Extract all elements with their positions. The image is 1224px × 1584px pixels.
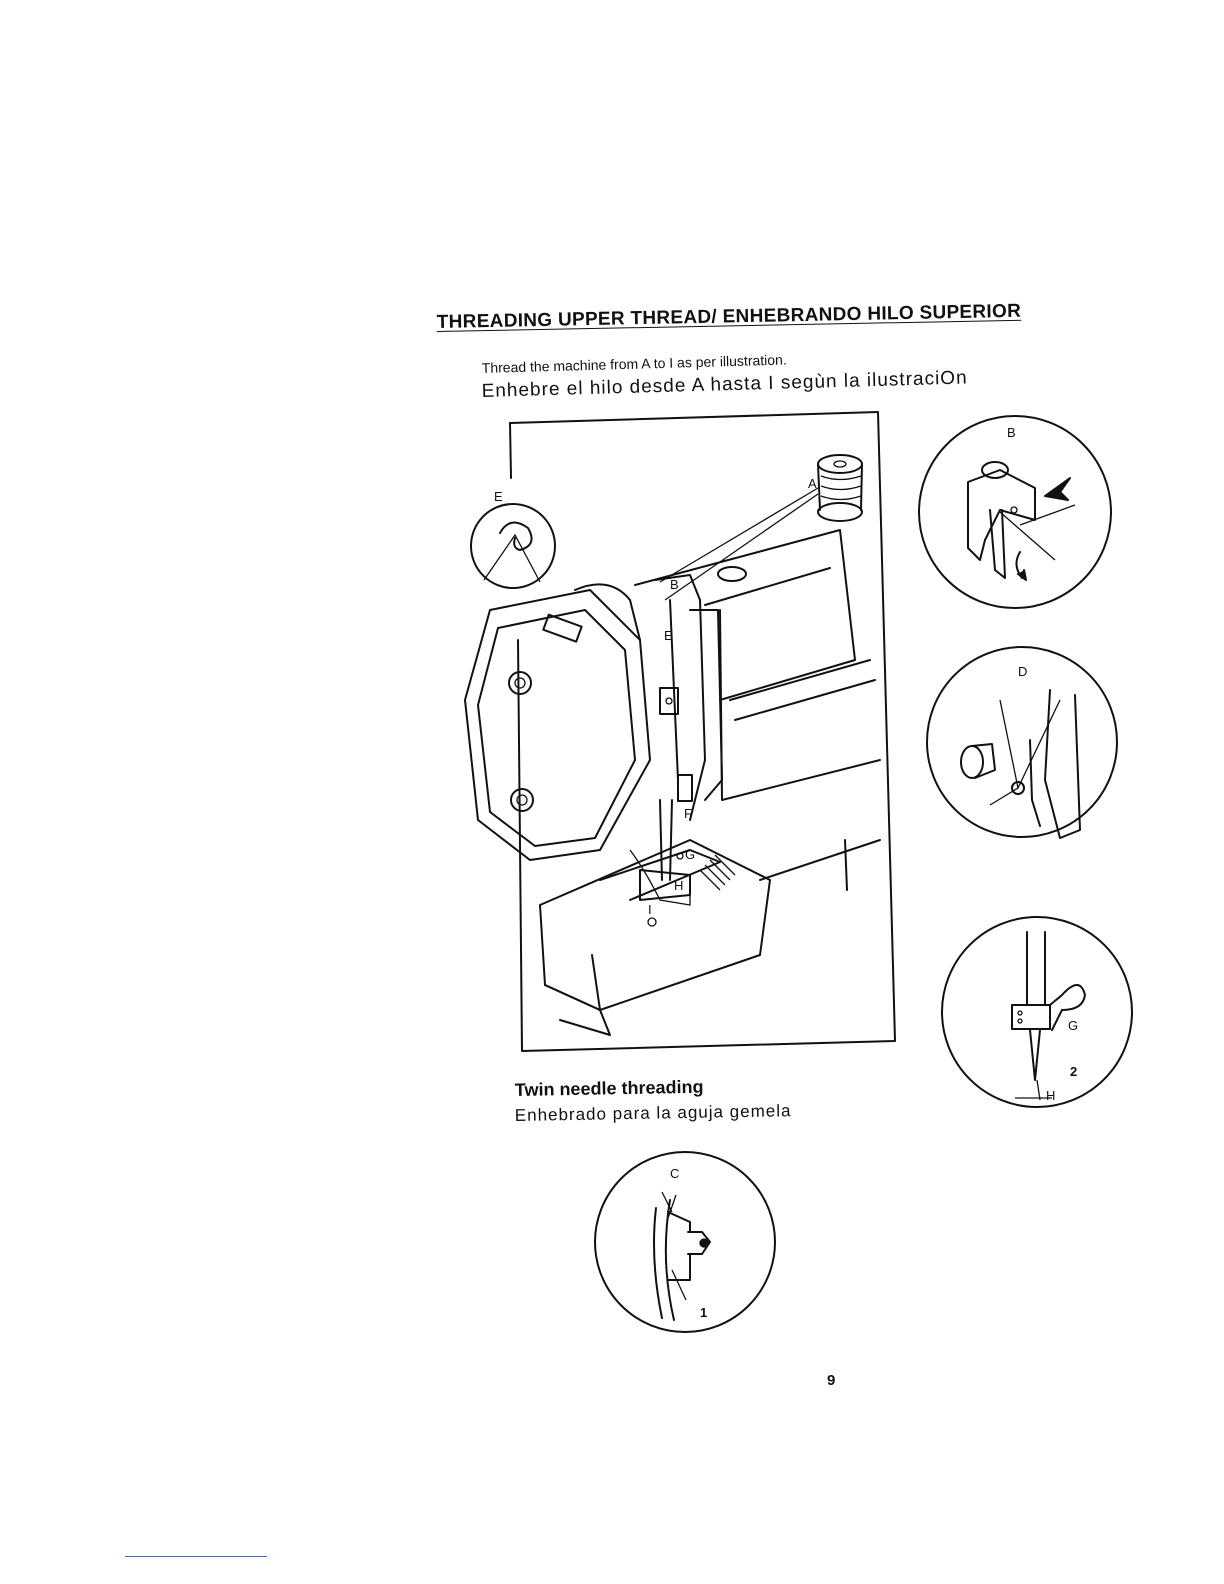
label-e-inset: E (494, 489, 503, 504)
bottom-rule (125, 1556, 267, 1557)
detail-d-figure: D (927, 647, 1117, 838)
page-number: 9 (827, 1372, 835, 1389)
label-d: D (1018, 664, 1027, 679)
label-a: A (808, 476, 817, 491)
label-b-circle: B (1007, 425, 1016, 440)
detail-c-figure: C 1 (595, 1152, 775, 1332)
detail-gh-figure: G H 2 (942, 917, 1132, 1107)
label-g-circle: G (1068, 1018, 1078, 1033)
detail-b-figure: B (919, 416, 1111, 608)
label-f: F (684, 806, 692, 821)
inset-e-figure: E (471, 489, 555, 588)
label-number-1: 1 (700, 1305, 707, 1320)
twin-needle-heading: Twin needle threading (515, 1077, 704, 1101)
label-c: C (670, 1166, 679, 1181)
spool-pin-a (818, 455, 862, 521)
label-i: I (648, 902, 652, 917)
label-g-main: G (685, 847, 695, 862)
label-h-main: H (674, 878, 683, 893)
label-number-2: 2 (1070, 1064, 1077, 1079)
label-b-main: B (670, 577, 679, 592)
label-e-main: E (664, 628, 673, 643)
end-cover (465, 584, 650, 860)
label-h-circle: H (1046, 1088, 1055, 1103)
